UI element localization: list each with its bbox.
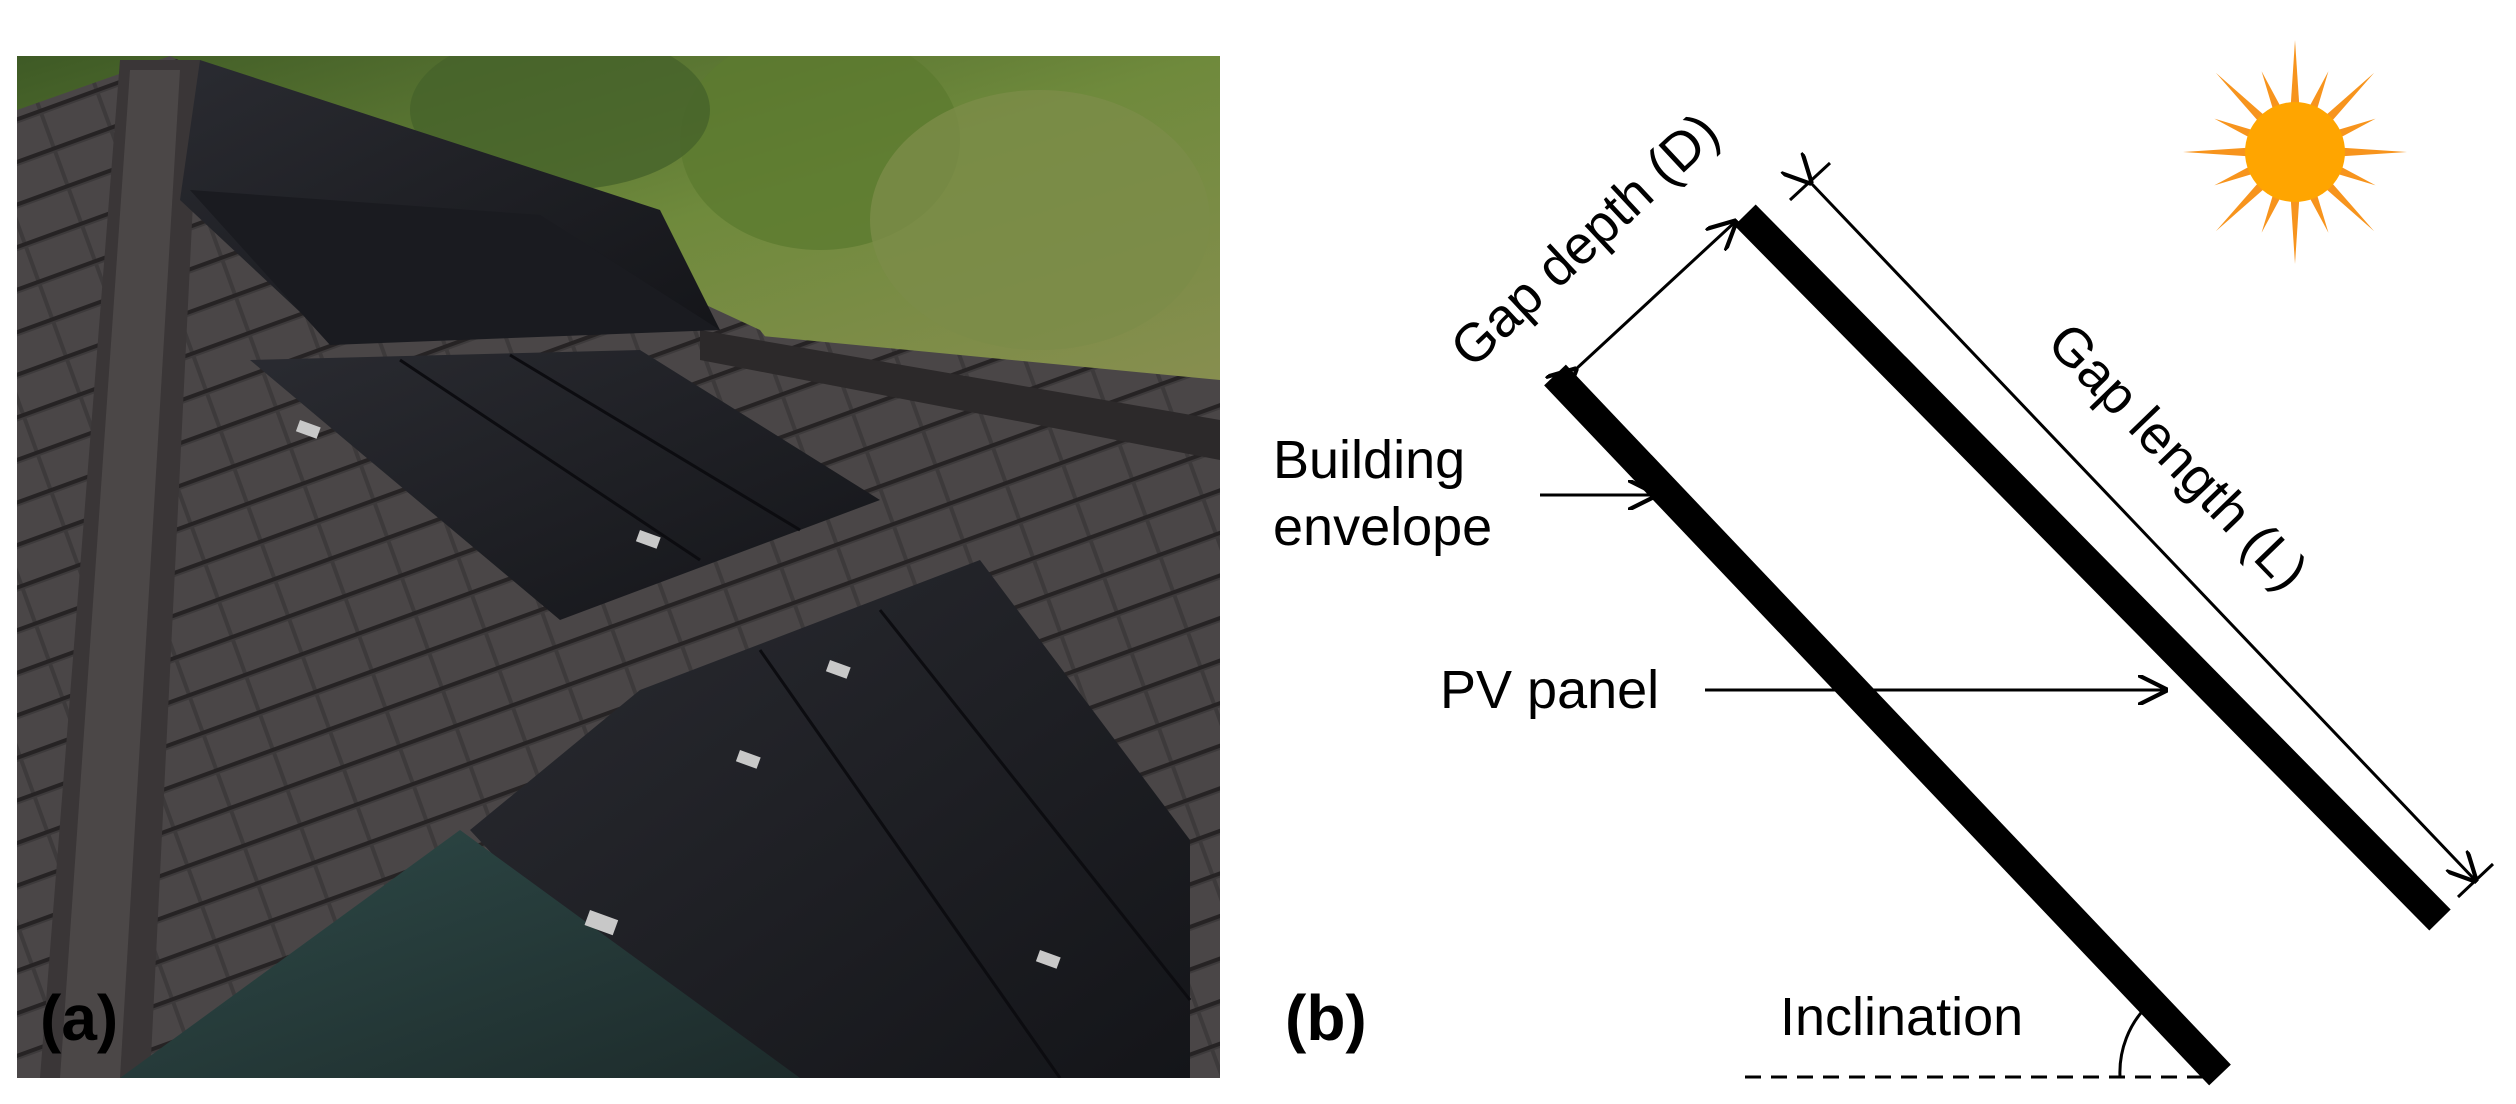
sun-ray: [2261, 71, 2284, 116]
sun-ray: [2214, 163, 2259, 186]
sun-ray: [2183, 147, 2254, 157]
inclination-arc: [2118, 1003, 2150, 1078]
sun-ray: [2321, 72, 2375, 126]
sun-ray: [2215, 178, 2269, 232]
sun-ray: [2290, 193, 2300, 264]
sun-ray: [2290, 40, 2300, 111]
sun-ray: [2331, 163, 2376, 186]
rooftop-pv-photo: [17, 56, 1220, 1078]
sun-ray: [2306, 71, 2329, 116]
sun-ray: [2331, 118, 2376, 141]
gap-length-tick-bottom: [2456, 862, 2495, 899]
pv-panel-teal: [120, 830, 800, 1078]
gap-diagram: Gap depth (D) Gap length (L) Building en…: [1273, 40, 2495, 1086]
inclination-label: Inclination: [1780, 987, 2023, 1047]
gap-length-tick-top: [1788, 161, 1832, 202]
gap-depth-label: Gap depth (D): [1439, 102, 1730, 379]
gap-depth-arrow: [1575, 222, 1735, 370]
sun-ray: [2214, 118, 2259, 141]
sun-ray: [2215, 72, 2269, 126]
pv-panel-bar: [1734, 204, 2451, 931]
sun-ray: [2261, 188, 2284, 233]
sun-ray: [2321, 178, 2375, 232]
building-envelope-label-line2: envelope: [1273, 497, 1492, 557]
sun-icon: [2183, 40, 2407, 264]
building-envelope-label-line1: Building: [1273, 430, 1465, 490]
pv-panel-middle: [250, 350, 880, 620]
gap-length-arrow: [1810, 182, 2475, 880]
pv-panel-label: PV panel: [1440, 660, 1659, 720]
sun-ray: [2336, 147, 2407, 157]
pv-panel-lower: [470, 560, 1190, 1078]
panel-label-a: (a): [40, 982, 118, 1054]
sun-core: [2245, 102, 2345, 202]
panel-label-b: (b): [1285, 982, 1367, 1054]
building-envelope-bar: [1544, 364, 2231, 1086]
sun-ray: [2306, 188, 2329, 233]
